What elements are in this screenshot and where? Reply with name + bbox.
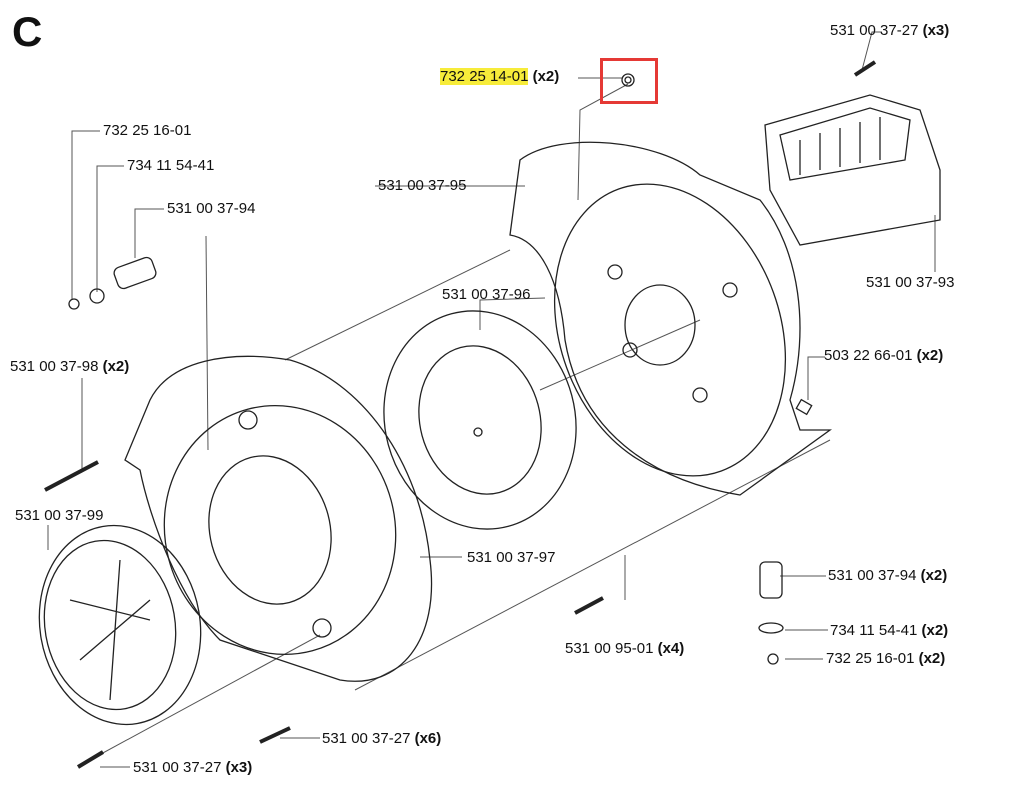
part-number: 531 00 95-01 (565, 640, 654, 657)
part-label[interactable]: 531 00 37-94 (167, 200, 255, 218)
part-label[interactable]: 531 00 37-27 (x3) (133, 759, 252, 777)
part-qty: (x2) (102, 358, 130, 375)
part-number: 734 11 54-41 (830, 622, 918, 639)
part-number: 531 00 37-94 (167, 200, 256, 217)
part-label[interactable]: 531 00 37-96 (442, 286, 530, 304)
part-label[interactable]: 734 11 54-41 (127, 157, 214, 175)
cylinder-cover (764, 94, 941, 246)
part-label[interactable]: 531 00 37-27 (x6) (322, 730, 441, 748)
part-qty: (x2) (918, 650, 946, 667)
part-number: 531 00 37-27 (830, 22, 919, 39)
part-number: 531 00 37-99 (15, 507, 104, 524)
part-qty: (x6) (414, 730, 442, 747)
section-letter: C (12, 8, 43, 55)
part-label[interactable]: 732 25 16-01 (103, 122, 191, 140)
part-number: 732 25 16-01 (103, 122, 192, 139)
part-label[interactable]: 531 00 37-98 (x2) (10, 358, 129, 376)
part-number: 503 22 66-01 (824, 347, 913, 364)
part-number: 732 25 16-01 (826, 650, 915, 667)
part-number: 531 00 37-95 (378, 177, 467, 194)
part-label[interactable]: 531 00 37-27 (x3) (830, 22, 949, 40)
part-label[interactable]: 531 00 37-95 (378, 177, 466, 195)
part-qty: (x3) (922, 22, 950, 39)
part-label[interactable]: 531 00 37-99 (15, 507, 103, 525)
fan-housing-front (124, 355, 433, 682)
part-number: 531 00 37-97 (467, 549, 556, 566)
part-qty: (x2) (921, 622, 949, 639)
fasteners (44, 60, 877, 769)
part-label[interactable]: 503 22 66-01 (x2) (824, 347, 943, 365)
part-label[interactable]: 531 00 37-94 (x2) (828, 567, 947, 585)
part-label[interactable]: 531 00 95-01 (x4) (565, 640, 684, 658)
part-label[interactable]: 734 11 54-41 (x2) (830, 622, 948, 640)
fan-housing-rear (509, 141, 833, 496)
part-number: 531 00 37-94 (828, 567, 917, 584)
part-qty: (x2) (532, 68, 560, 85)
part-number: 734 11 54-41 (127, 157, 215, 174)
part-label[interactable]: 732 25 16-01 (x2) (826, 650, 945, 668)
part-qty: (x2) (920, 567, 948, 584)
part-label[interactable]: 531 00 37-93 (866, 274, 954, 292)
part-number: 531 00 37-98 (10, 358, 99, 375)
part-number: 732 25 14-01 (440, 68, 529, 85)
intake-guard (38, 524, 202, 726)
part-number: 531 00 37-93 (866, 274, 955, 291)
fan-wheel (383, 310, 577, 530)
part-qty: (x4) (657, 640, 685, 657)
part-label[interactable]: 531 00 37-97 (467, 549, 555, 567)
leader-lines (47, 31, 936, 768)
part-number: 531 00 37-96 (442, 286, 531, 303)
part-number: 531 00 37-27 (133, 759, 222, 776)
part-qty: (x3) (225, 759, 253, 776)
part-qty: (x2) (916, 347, 944, 364)
part-number: 531 00 37-27 (322, 730, 411, 747)
selected-part-highlight-box (600, 58, 658, 104)
part-label-highlighted[interactable]: 732 25 14-01 (x2) (440, 68, 559, 86)
